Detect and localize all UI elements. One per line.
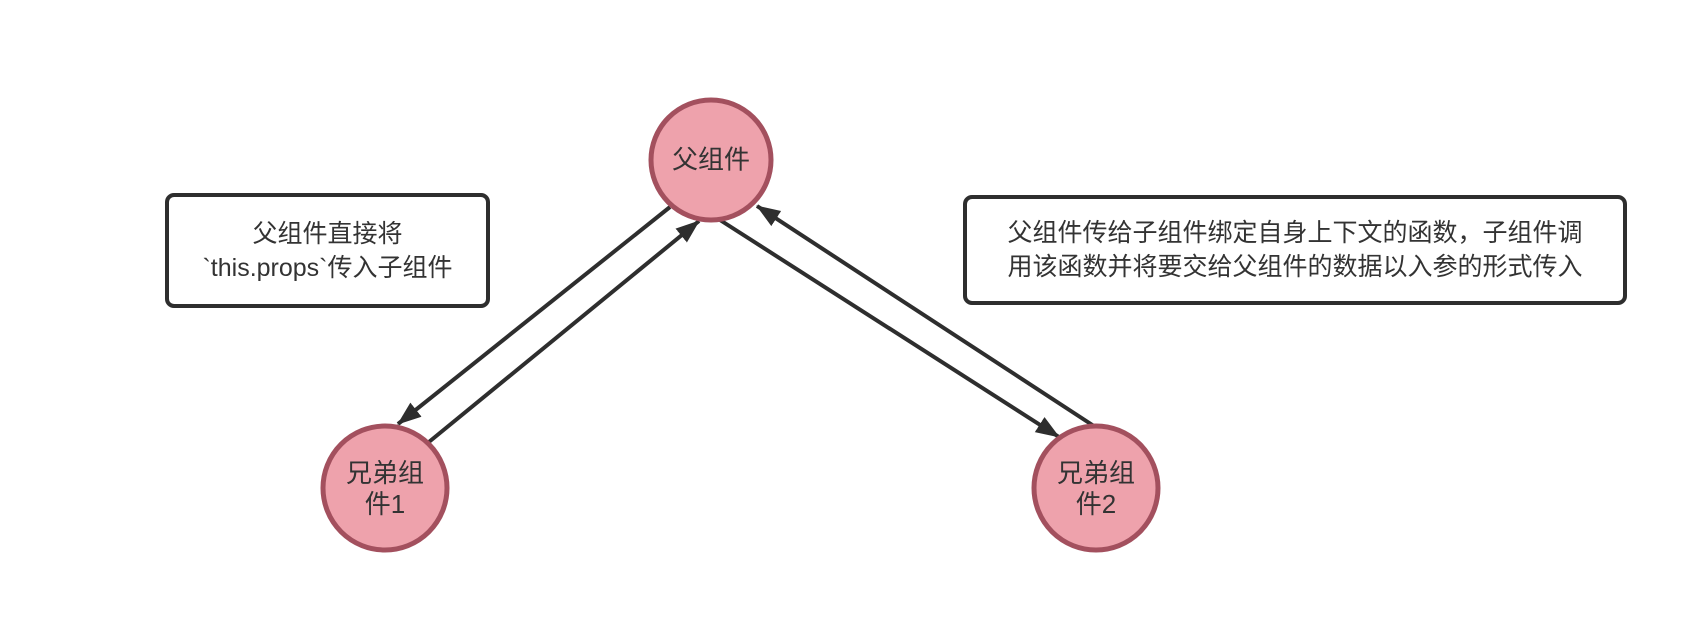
callback-note-line1: 父组件传给子组件绑定自身上下文的函数，子组件调 xyxy=(1007,219,1583,247)
props-note-line1: 父组件直接将 xyxy=(252,219,403,248)
parent-node-label: 父组件 xyxy=(672,145,750,176)
sibling2-label-line2: 件2 xyxy=(1075,489,1117,519)
props-note-box: 父组件直接将 `this.props`传入子组件 xyxy=(165,193,490,308)
callback-note-box: 父组件传给子组件绑定自身上下文的函数，子组件调 用该函数并将要交给父组件的数据以… xyxy=(963,195,1627,305)
sibling2-node-label: 兄弟组 件2 xyxy=(1057,458,1135,520)
sibling1-label-line2: 件1 xyxy=(364,489,406,519)
sibling1-node-circle xyxy=(320,423,450,553)
callback-note-line2: 用该函数并将要交给父组件的数据以入参的形式传入 xyxy=(1007,253,1583,281)
edge-parent-to-sibling2 xyxy=(718,218,1061,439)
sibling2-node-circle xyxy=(1031,423,1161,553)
props-note-line2: `this.props`传入子组件 xyxy=(202,253,453,282)
edge-parent-to-sibling1 xyxy=(396,205,672,426)
parent-node-circle xyxy=(648,97,774,223)
sibling2-label-line1: 兄弟组 xyxy=(1056,458,1136,488)
sibling1-node-label: 兄弟组 件1 xyxy=(346,458,424,520)
parent-node-label-text: 父组件 xyxy=(671,144,751,175)
edge-sibling1-to-parent xyxy=(422,219,701,448)
edge-sibling2-to-parent xyxy=(755,204,1102,432)
sibling1-label-line1: 兄弟组 xyxy=(345,458,425,488)
